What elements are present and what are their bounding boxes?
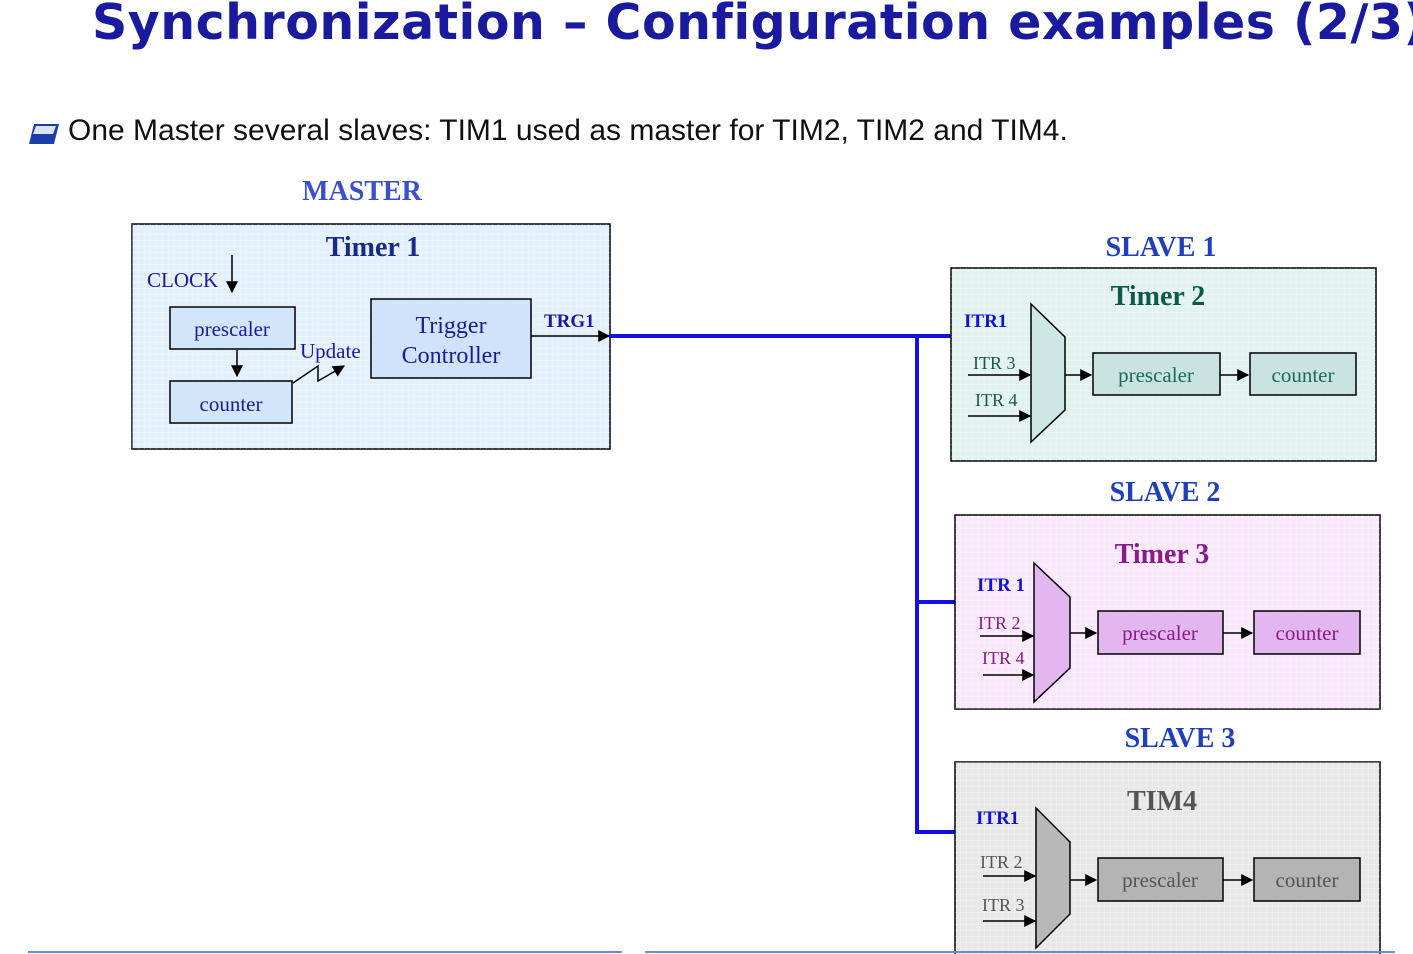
slave1-heading: SLAVE 1 bbox=[1106, 232, 1217, 263]
slave3-itr-active-label: ITR1 bbox=[976, 808, 1019, 829]
trigger-controller-line2: Controller bbox=[402, 343, 501, 369]
slave2-prescaler-label: prescaler bbox=[1122, 621, 1198, 645]
slave1-itr-b-label: ITR 4 bbox=[975, 390, 1018, 410]
slave3-heading: SLAVE 3 bbox=[1125, 723, 1236, 754]
slave2-counter-box bbox=[1253, 610, 1361, 655]
master-heading: MASTER bbox=[302, 176, 423, 207]
slave1-prescaler-label: prescaler bbox=[1118, 363, 1194, 387]
slave1-itr-active-label: ITR1 bbox=[964, 311, 1007, 332]
slave3-counter-box bbox=[1253, 857, 1361, 902]
slave3-timer-name: TIM4 bbox=[1127, 786, 1197, 817]
slave1-counter-label: counter bbox=[1272, 363, 1335, 387]
slave3-prescaler-label: prescaler bbox=[1122, 868, 1198, 892]
page-title: Synchronization – Configuration examples… bbox=[92, 0, 1413, 51]
clock-label: CLOCK bbox=[147, 268, 218, 292]
master-prescaler-label: prescaler bbox=[194, 317, 270, 341]
slave1-itr-mux bbox=[1030, 302, 1066, 444]
trigger-controller-box bbox=[370, 298, 532, 379]
slave1-prescaler-box bbox=[1092, 352, 1221, 396]
slave2-heading: SLAVE 2 bbox=[1110, 477, 1221, 508]
slave3-counter-label: counter bbox=[1276, 868, 1339, 892]
master-timer-name: Timer 1 bbox=[326, 232, 421, 263]
master-counter-box bbox=[169, 380, 293, 424]
update-label: Update bbox=[300, 339, 361, 363]
trg1-label: TRG1 bbox=[544, 311, 595, 332]
slave1-timer-name: Timer 2 bbox=[1111, 281, 1206, 312]
slave2-itr-b-label: ITR 4 bbox=[982, 648, 1025, 668]
update-zigzag-arrow bbox=[292, 364, 346, 384]
slave1-counter-box bbox=[1249, 352, 1357, 396]
slave3-itr-a-label: ITR 2 bbox=[980, 852, 1023, 872]
trigger-controller-line1: Trigger bbox=[415, 313, 486, 339]
slave2-counter-label: counter bbox=[1276, 621, 1339, 645]
slave2-timer-name: Timer 3 bbox=[1115, 539, 1210, 570]
square-bullet-icon bbox=[29, 124, 59, 144]
slave3-prescaler-box bbox=[1097, 857, 1224, 902]
slave3-itr-mux bbox=[1035, 806, 1071, 950]
slave2-itr-mux bbox=[1033, 561, 1071, 704]
slave1-itr-a-label: ITR 3 bbox=[973, 353, 1016, 373]
bullet-text: One Master several slaves: TIM1 used as … bbox=[68, 114, 1068, 147]
master-counter-label: counter bbox=[200, 392, 263, 416]
slave2-itr-active-label: ITR 1 bbox=[977, 575, 1025, 596]
slave2-itr-a-label: ITR 2 bbox=[978, 613, 1021, 633]
master-prescaler-box bbox=[169, 306, 296, 350]
slave3-itr-b-label: ITR 3 bbox=[982, 895, 1025, 915]
